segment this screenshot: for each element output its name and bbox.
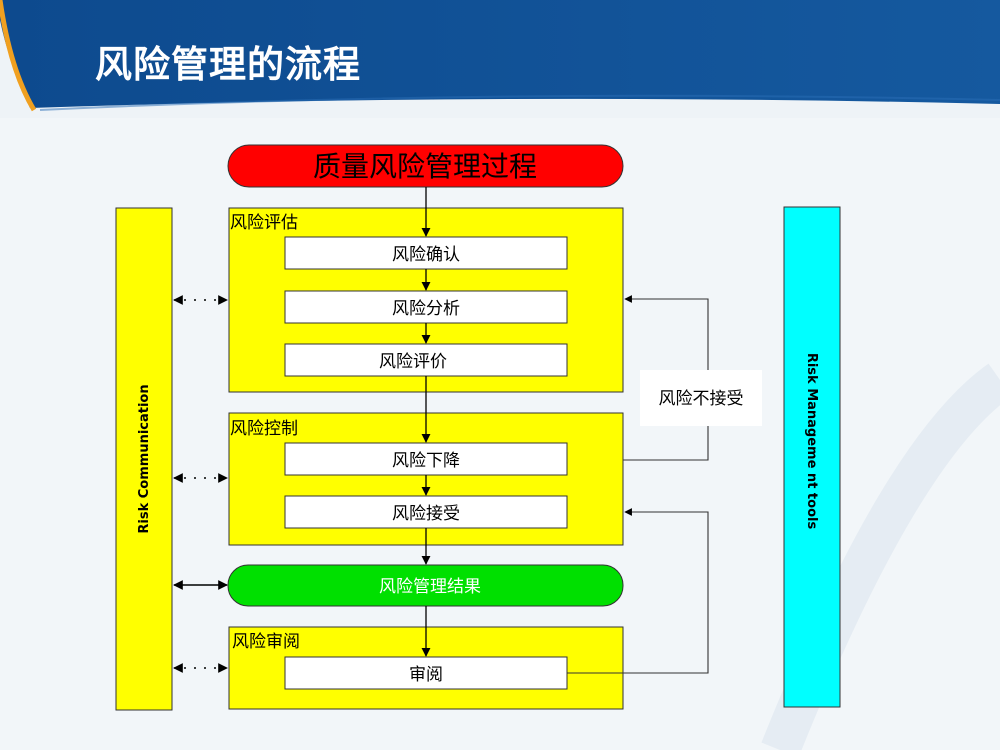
risk-tools-label: Risk Manageme nt tools <box>804 353 819 530</box>
not-accepted-box <box>640 370 762 426</box>
header-banner <box>0 0 1000 118</box>
result-capsule-label: 风险管理结果 <box>379 577 481 597</box>
risk-review-label: 风险审阅 <box>232 632 300 652</box>
step-reduce-label: 风险下降 <box>392 451 460 471</box>
risk-assessment-label: 风险评估 <box>230 213 298 233</box>
step-review-label: 审阅 <box>409 665 443 685</box>
step-review <box>284 656 568 690</box>
risk-communication-label: Risk Communication <box>137 384 152 533</box>
start-capsule-label: 质量风险管理过程 <box>313 150 537 183</box>
risk-communication-bar <box>115 207 173 711</box>
step-analyze <box>284 290 568 324</box>
step-identify-label: 风险确认 <box>392 245 460 265</box>
risk-tools-bar <box>783 206 841 708</box>
slide-title: 风险管理的流程 <box>95 43 361 86</box>
step-accept-label: 风险接受 <box>392 504 460 524</box>
step-accept <box>284 495 568 529</box>
step-analyze-label: 风险分析 <box>392 299 460 319</box>
step-evaluate <box>284 343 568 377</box>
step-identify <box>284 236 568 270</box>
communication-arrows <box>173 295 228 673</box>
not-accepted-label: 风险不接受 <box>659 389 744 409</box>
step-evaluate-label: 风险评价 <box>379 352 447 372</box>
risk-control-label: 风险控制 <box>230 419 298 439</box>
step-reduce <box>284 442 568 476</box>
